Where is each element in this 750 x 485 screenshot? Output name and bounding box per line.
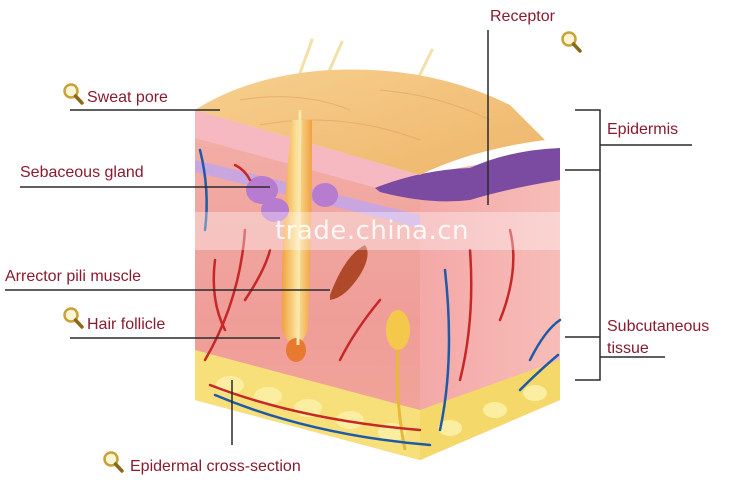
epidermis-side-band [375,148,560,202]
fat-lobule [483,402,507,418]
vein [518,353,560,392]
label-receptor: Receptor [490,8,555,25]
artery [458,248,473,382]
vein [198,148,208,232]
leader-lines [5,30,692,445]
vein [528,318,562,362]
surface-crease [259,119,421,141]
hair-bulb [286,338,306,362]
hair-follicle-shape [281,120,312,345]
label-hair-follicle: Hair follicle [87,316,166,333]
label-sweat-pore: Sweat pore [87,89,168,106]
magnifier-icon [103,451,124,473]
surface-texture [239,89,491,141]
artery [233,163,252,182]
skin-surface-top [195,69,545,175]
hair-shaft [296,109,302,346]
gland-lobe [312,183,338,207]
label-arrector-pili-muscle: Arrector pili muscle [5,268,142,285]
magnifier-icon [63,83,84,105]
label-epidermis: Epidermis [607,121,679,138]
surface-crease [379,89,491,121]
magnifier-icon [63,307,84,329]
receptor-bulb [386,310,410,350]
epidermis-bracket [565,109,601,171]
artery [243,248,272,302]
gland-lobe [246,176,278,204]
surface-crease [239,96,351,111]
fat-lobule [254,387,282,405]
label-subcutaneous: Subcutaneous [607,318,710,335]
artery [203,228,247,362]
artery [498,228,515,322]
gland-lobe [261,198,289,222]
fat-lobule [336,411,364,429]
vein [213,393,432,447]
layer-brackets [565,109,605,381]
receptor-nerve [395,349,407,451]
arrector-pili-shape [330,245,368,300]
label-tissue: tissue [607,340,649,357]
watermark-text: trade.china.cn [275,216,470,246]
subcutaneous-bracket [575,170,601,381]
blue-vessels [198,148,562,447]
magnifier-icon [561,31,582,53]
artery [212,258,227,332]
fat-lobule [438,420,462,436]
sebaceous-gland-shape [246,176,338,222]
fat-lobule [523,385,547,401]
label-epidermal-cross-section: Epidermal cross-section [130,458,301,475]
watermark-band [130,212,610,250]
label-sebaceous-gland: Sebaceous gland [20,164,144,181]
artery [338,298,382,362]
vein [438,268,451,432]
